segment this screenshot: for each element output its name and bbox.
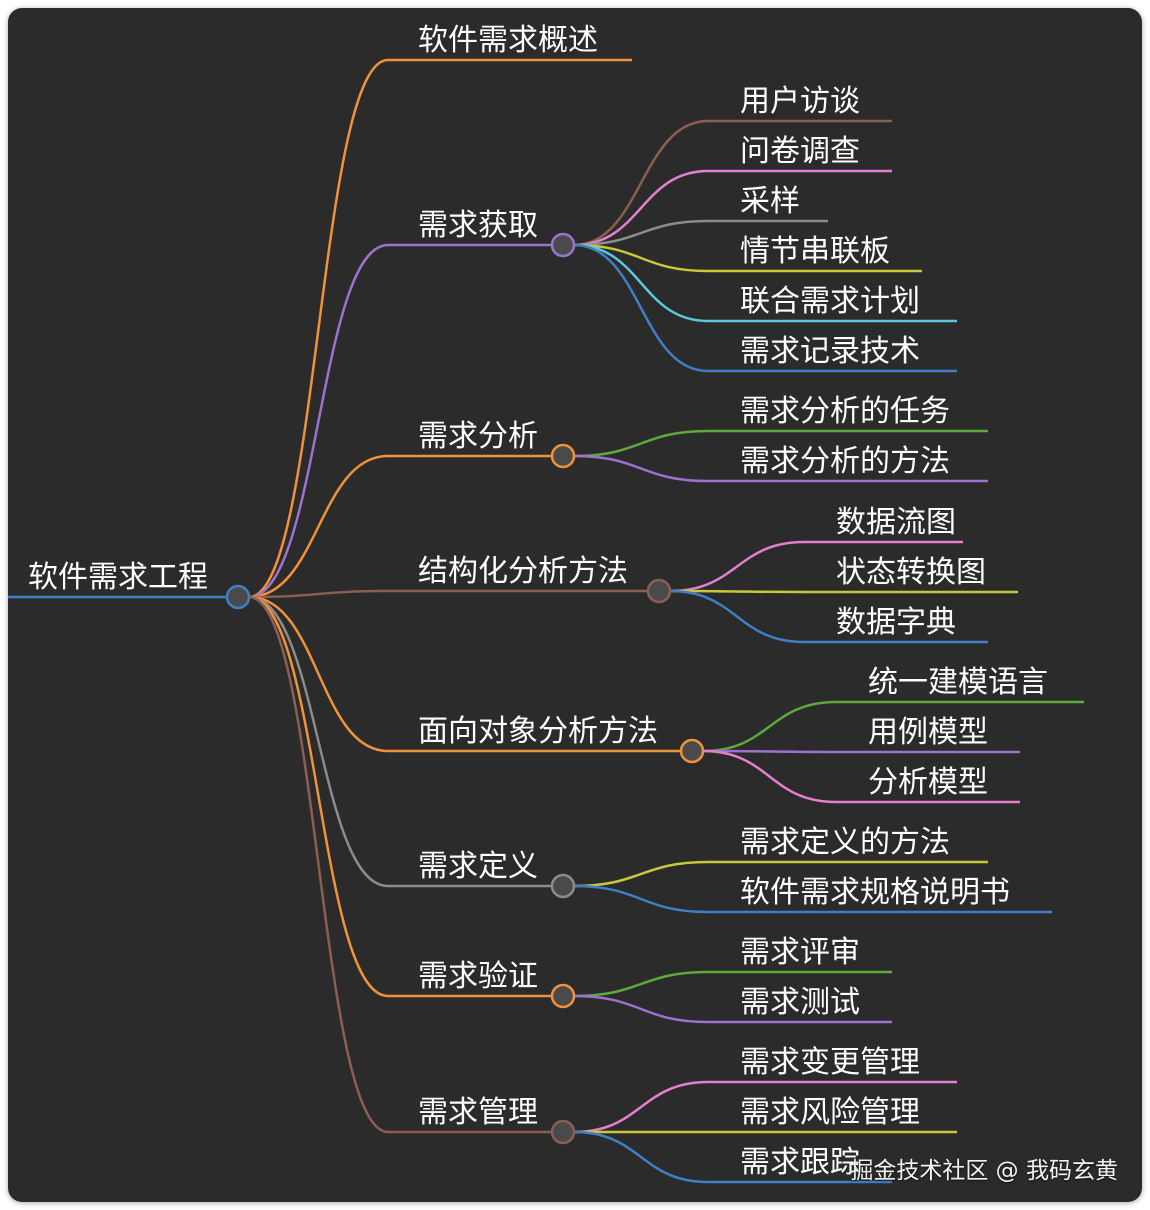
leaf-connector — [702, 749, 837, 804]
branch-node[interactable] — [679, 738, 705, 764]
leaf-node-label[interactable]: 分析模型 — [868, 765, 988, 800]
leaf-node-label[interactable]: 数据字典 — [836, 605, 956, 640]
leaf-node-label[interactable]: 联合需求计划 — [740, 284, 920, 319]
leaf-node-label[interactable]: 需求定义的方法 — [740, 825, 950, 860]
root-node[interactable] — [225, 584, 251, 610]
leaf-node-label[interactable]: 用户访谈 — [740, 84, 860, 119]
leaf-connector — [573, 169, 709, 247]
branch-connector — [248, 454, 389, 599]
leaf-node-label[interactable]: 用例模型 — [868, 715, 988, 750]
leaf-connector — [573, 1130, 709, 1184]
branch-connector — [248, 243, 389, 599]
leaf-node-label[interactable]: 问卷调查 — [740, 134, 860, 169]
leaf-connector — [573, 1080, 709, 1134]
watermark: 掘金技术社区 @ 我码玄黄 — [850, 1158, 1118, 1184]
branch-node-label[interactable]: 面向对象分析方法 — [418, 714, 658, 749]
leaf-connector — [702, 700, 837, 753]
branch-connector — [248, 595, 389, 1134]
root-node-label[interactable]: 软件需求工程 — [28, 560, 208, 595]
leaf-connector — [573, 243, 709, 323]
branch-node[interactable] — [550, 873, 576, 899]
branch-node-label[interactable]: 需求获取 — [418, 208, 538, 243]
leaf-node-label[interactable]: 需求记录技术 — [740, 334, 920, 369]
leaf-connector — [573, 243, 709, 273]
leaf-node-label[interactable]: 需求风险管理 — [740, 1095, 920, 1130]
leaf-node-label[interactable]: 状态转换图 — [836, 555, 986, 590]
branch-node-label[interactable]: 需求分析 — [418, 419, 538, 454]
leaf-node-label[interactable]: 需求测试 — [740, 985, 860, 1020]
mindmap-canvas: 软件需求工程 软件需求概述需求获取 用户访谈问卷调查采样情节串联板联合需求计划需求记… — [8, 8, 1142, 1202]
branch-node[interactable] — [646, 578, 672, 604]
leaf-node-label[interactable]: 需求分析的方法 — [740, 444, 950, 479]
leaf-node-label[interactable]: 统一建模语言 — [868, 665, 1048, 700]
branch-connector — [248, 595, 389, 753]
branch-node-label[interactable]: 需求定义 — [418, 849, 538, 884]
leaf-node-label[interactable]: 软件需求规格说明书 — [740, 875, 1010, 910]
branch-node-label[interactable]: 需求验证 — [418, 959, 538, 994]
leaf-connector — [573, 119, 709, 247]
branch-node[interactable] — [550, 1119, 576, 1145]
leaf-connector — [669, 540, 805, 593]
leaf-connector — [573, 429, 709, 458]
leaf-node-label[interactable]: 需求变更管理 — [740, 1045, 920, 1080]
leaf-connector — [573, 243, 709, 373]
branch-connector — [248, 595, 389, 888]
leaf-connector — [669, 589, 805, 594]
leaf-connector — [573, 884, 709, 914]
branch-node[interactable] — [550, 443, 576, 469]
leaf-node-label[interactable]: 情节串联板 — [740, 234, 890, 269]
leaf-connector — [573, 219, 709, 247]
leaf-connector — [573, 970, 709, 998]
leaf-connector — [702, 749, 837, 754]
leaf-node-label[interactable]: 需求跟踪 — [740, 1145, 860, 1180]
branch-node-label[interactable]: 需求管理 — [418, 1095, 538, 1130]
branch-node[interactable] — [550, 232, 576, 258]
leaf-node-label[interactable]: 需求评审 — [740, 935, 860, 970]
leaf-connector — [573, 860, 709, 888]
branch-connector — [248, 589, 389, 599]
branch-node-label[interactable]: 结构化分析方法 — [418, 554, 628, 589]
connector-layer — [8, 58, 1084, 1184]
leaf-connector — [669, 589, 805, 644]
leaf-connector — [573, 454, 709, 483]
leaf-connector — [573, 994, 709, 1024]
leaf-node-label[interactable]: 需求分析的任务 — [740, 394, 950, 429]
branch-node[interactable] — [550, 983, 576, 1009]
branch-connector — [248, 58, 389, 599]
leaf-node-label[interactable]: 数据流图 — [836, 505, 956, 540]
branch-connector — [248, 595, 389, 998]
leaf-node-label[interactable]: 采样 — [740, 184, 800, 219]
branch-node-label[interactable]: 软件需求概述 — [418, 23, 598, 58]
